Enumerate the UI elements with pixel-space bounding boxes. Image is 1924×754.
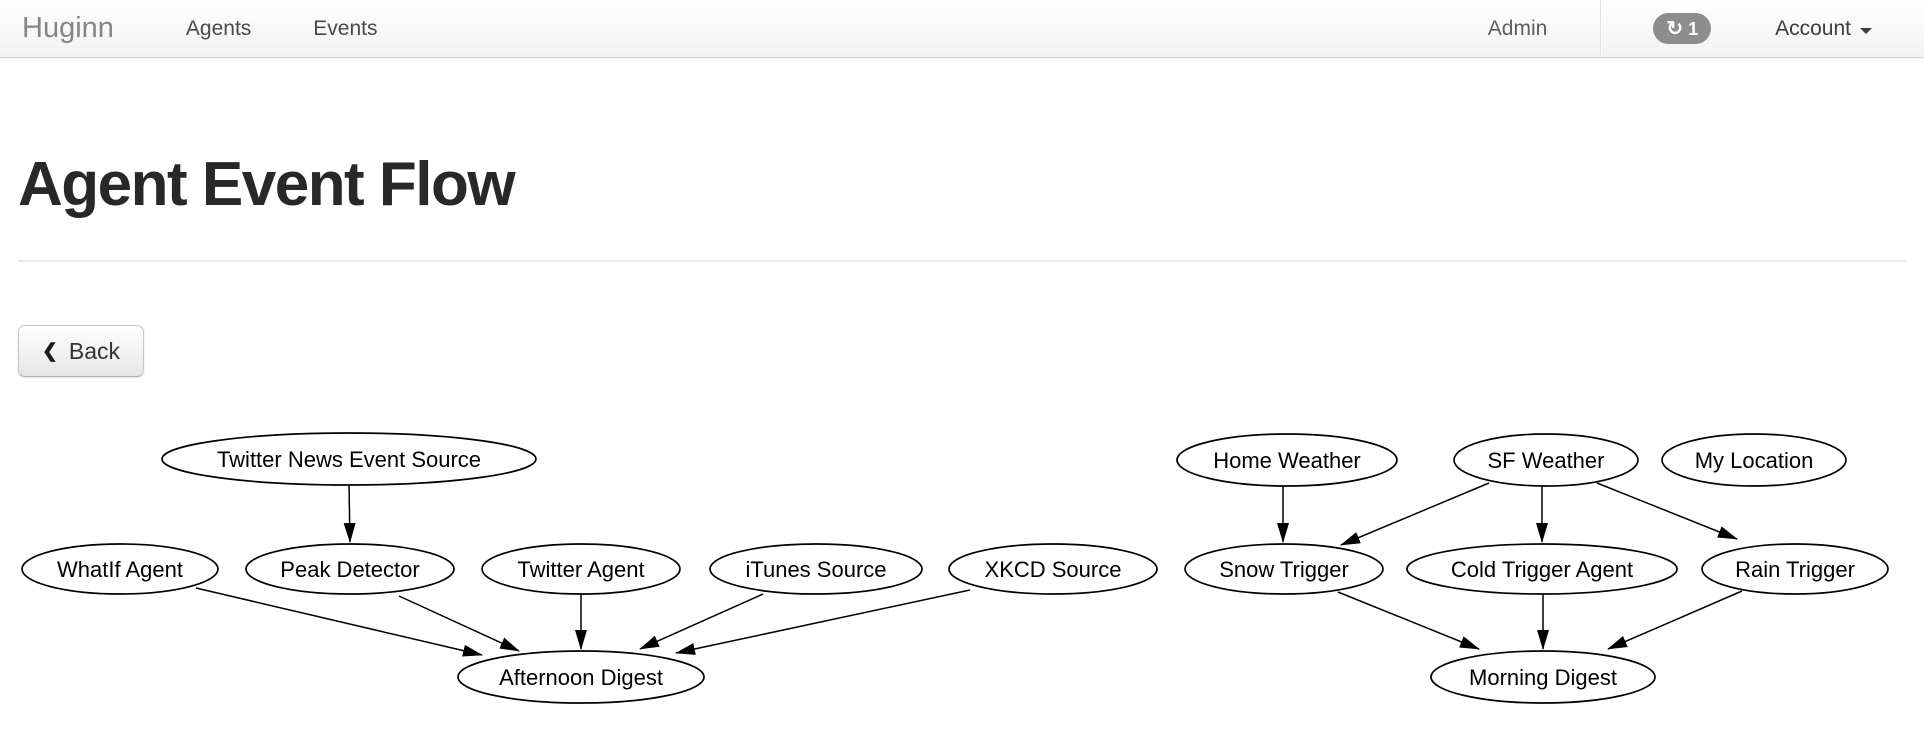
navbar-right-group: Admin ↻ 1 Account	[1488, 0, 1924, 57]
graph-node-ellipse-itunes-source	[709, 543, 923, 595]
graph-node-label-twitter-agent: Twitter Agent	[517, 557, 644, 582]
nav-item-events[interactable]: Events	[313, 16, 378, 40]
back-button-label: Back	[68, 337, 121, 364]
graph-node-ellipse-afternoon-digest	[457, 650, 705, 704]
graph-node-ellipse-cold-trigger-agent	[1406, 543, 1678, 595]
graph-node-xkcd-source: XKCD Source	[948, 543, 1158, 595]
graph-node-label-cold-trigger-agent: Cold Trigger Agent	[1451, 557, 1633, 582]
graph-node-itunes-source: iTunes Source	[709, 543, 923, 595]
graph-node-label-my-location: My Location	[1695, 448, 1814, 473]
account-label: Account	[1775, 16, 1851, 40]
navbar-vertical-divider	[1600, 0, 1603, 57]
back-button[interactable]: ❮ Back	[18, 325, 145, 377]
brand-huginn[interactable]: Huginn	[22, 12, 114, 44]
refresh-icon: ↻	[1666, 17, 1684, 40]
graph-node-rain-trigger: Rain Trigger	[1701, 543, 1889, 595]
nav-item-admin[interactable]: Admin	[1487, 16, 1548, 40]
graph-edge-peak-detector-to-afternoon-digest	[398, 595, 520, 652]
graph-node-cold-trigger-agent: Cold Trigger Agent	[1406, 543, 1678, 595]
graph-node-ellipse-whatif-agent	[21, 543, 219, 595]
graph-node-ellipse-morning-digest	[1430, 650, 1656, 704]
page-content: Agent Event Flow ❮ Back	[0, 58, 1924, 377]
graph-node-sf-weather: SF Weather	[1453, 433, 1639, 487]
graph-node-ellipse-peak-detector	[245, 543, 455, 595]
graph-edge-itunes-source-to-afternoon-digest	[639, 593, 764, 650]
graph-node-label-itunes-source: iTunes Source	[745, 557, 886, 582]
caret-down-icon	[1860, 27, 1872, 34]
graph-node-home-weather: Home Weather	[1176, 433, 1398, 487]
graph-node-peak-detector: Peak Detector	[245, 543, 455, 595]
graph-node-label-whatif-agent: WhatIf Agent	[57, 557, 183, 582]
nav-item-agents[interactable]: Agents	[185, 16, 252, 40]
graph-node-ellipse-sf-weather	[1453, 433, 1639, 487]
page-title: Agent Event Flow	[18, 150, 516, 219]
graph-edge-sf-weather-to-rain-trigger	[1596, 482, 1738, 540]
graph-node-ellipse-xkcd-source	[948, 543, 1158, 595]
graph-node-twitter-agent: Twitter Agent	[481, 543, 681, 595]
graph-edge-sf-weather-to-snow-trigger	[1340, 482, 1490, 546]
nav-item-account[interactable]: Account	[1775, 17, 1851, 41]
graph-node-label-xkcd-source: XKCD Source	[985, 557, 1122, 582]
graph-node-label-sf-weather: SF Weather	[1488, 448, 1605, 473]
graph-node-ellipse-twitter-agent	[481, 543, 681, 595]
graph-edge-rain-trigger-to-morning-digest	[1607, 590, 1743, 650]
graph-node-my-location: My Location	[1661, 433, 1847, 487]
graph-edge-xkcd-source-to-afternoon-digest	[675, 589, 971, 655]
graph-node-snow-trigger: Snow Trigger	[1184, 543, 1384, 595]
graph-node-afternoon-digest: Afternoon Digest	[457, 650, 705, 704]
graph-node-ellipse-twitter-news-event-source	[161, 432, 537, 486]
graph-edge-snow-trigger-to-morning-digest	[1337, 591, 1480, 650]
graph-node-whatif-agent: WhatIf Agent	[21, 543, 219, 595]
graph-node-label-rain-trigger: Rain Trigger	[1735, 557, 1855, 582]
graph-edge-twitter-news-event-source-to-peak-detector	[343, 484, 356, 543]
job-count-badge[interactable]: ↻ 1	[1653, 13, 1712, 44]
graph-node-label-snow-trigger: Snow Trigger	[1219, 557, 1349, 582]
title-divider-rule	[18, 260, 1906, 262]
graph-node-label-home-weather: Home Weather	[1213, 448, 1361, 473]
graph-node-label-peak-detector: Peak Detector	[280, 557, 419, 582]
job-count-value: 1	[1688, 18, 1699, 39]
graph-node-ellipse-snow-trigger	[1184, 543, 1384, 595]
top-navbar: Huginn Agents Events Admin ↻ 1 Account	[0, 0, 1924, 58]
graph-edge-whatif-agent-to-afternoon-digest	[195, 587, 483, 657]
graph-node-ellipse-rain-trigger	[1701, 543, 1889, 595]
graph-node-twitter-news-event-source: Twitter News Event Source	[161, 432, 537, 486]
chevron-left-icon: ❮	[42, 340, 58, 362]
graph-node-morning-digest: Morning Digest	[1430, 650, 1656, 704]
graph-node-ellipse-my-location	[1661, 433, 1847, 487]
graph-node-label-twitter-news-event-source: Twitter News Event Source	[217, 447, 481, 472]
graph-node-label-afternoon-digest: Afternoon Digest	[499, 665, 663, 690]
graph-node-label-morning-digest: Morning Digest	[1469, 665, 1617, 690]
graph-node-ellipse-home-weather	[1176, 433, 1398, 487]
